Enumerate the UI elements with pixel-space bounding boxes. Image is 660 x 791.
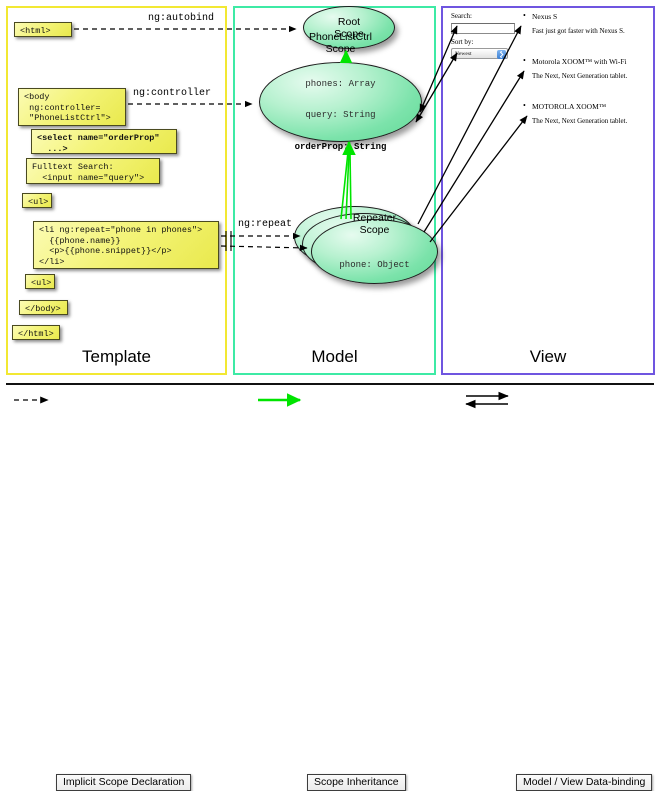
ng-controller-label: ng:controller	[133, 88, 212, 99]
code-box-select: <select name="orderProp" ...>	[31, 129, 177, 154]
code-box-html-open: <html>	[14, 22, 72, 37]
column-label-template: Template	[82, 347, 151, 366]
legend-label-scope-inheritance: Scope Inheritance	[307, 774, 406, 791]
chevron-updown-icon[interactable]	[497, 50, 506, 59]
phone-snippet: Fast just got faster with Nexus S.	[532, 27, 625, 35]
diagram-canvas: Template Model View <html> <body ng:cont…	[0, 0, 660, 421]
scope-prop-phones: phones: Array	[305, 78, 376, 89]
sort-by-select[interactable]: Newest	[451, 48, 508, 59]
code-box-fulltext-search: Fulltext Search: <input name="query">	[26, 158, 160, 184]
search-label: Search:	[451, 12, 472, 20]
legend: Implicit Scope Declaration Scope Inherit…	[0, 383, 660, 791]
legend-divider	[6, 383, 654, 385]
phone-snippet: The Next, Next Generation tablet.	[532, 117, 628, 125]
column-template: Template	[6, 6, 227, 375]
code-box-ul-close: <ul>	[25, 274, 55, 289]
view-pane: Search: Sort by: Newest Nexus S Fast jus…	[449, 11, 649, 132]
ng-autobind-label: ng:autobind	[148, 13, 215, 24]
scope-prop-phone: phone: Object	[339, 259, 410, 270]
phone-list-item: Motorola XOOM™ with Wi-Fi The Next, Next…	[523, 56, 660, 80]
code-box-body-open: <body ng:controller= "PhoneListCtrl">	[18, 88, 126, 126]
scope-prop-orderprop: orderProp: String	[294, 141, 387, 152]
phonelistctrl-scope-ellipse: PhoneListCtrl Scope phones: Array query:…	[259, 31, 422, 152]
code-box-ul-open: <ul>	[22, 193, 52, 208]
column-label-view: View	[529, 347, 567, 366]
search-input[interactable]	[451, 23, 515, 34]
sort-by-selected-value: Newest	[455, 51, 472, 57]
phone-name[interactable]: MOTOROLA XOOM™	[523, 101, 660, 111]
repeater-scope-title: Repeater Scope	[352, 211, 397, 236]
legend-label-implicit-scope-declaration: Implicit Scope Declaration	[56, 774, 192, 791]
phone-list-item: MOTOROLA XOOM™ The Next, Next Generation…	[523, 101, 660, 125]
code-box-li-repeat: <li ng:repeat="phone in phones"> {{phone…	[33, 221, 219, 269]
code-box-body-close: </body>	[19, 300, 68, 315]
repeater-scope-properties: phone: Object	[339, 239, 409, 292]
legend-label-model-view-data-binding: Model / View Data-binding	[516, 774, 653, 791]
phone-snippet: The Next, Next Generation tablet.	[532, 72, 628, 80]
ng-repeat-label: ng:repeat	[238, 219, 293, 230]
code-box-html-close: </html>	[12, 325, 60, 340]
sort-by-label: Sort by:	[451, 38, 474, 46]
root-scope-ellipse: Root Scope	[303, 6, 395, 49]
root-scope-title: Root Scope	[334, 15, 364, 40]
phone-list-item: Nexus S Fast just got faster with Nexus …	[523, 11, 660, 35]
phonelistctrl-scope-title: PhoneListCtrl Scope	[308, 30, 373, 55]
column-label-model: Model	[311, 347, 358, 366]
phonelistctrl-scope-properties: phones: Array query: String orderProp: S…	[295, 58, 387, 174]
phone-name[interactable]: Motorola XOOM™ with Wi-Fi	[523, 56, 660, 66]
scope-prop-query: query: String	[305, 110, 376, 121]
repeater-scope-ellipse: Repeater Scope phone: Object	[311, 212, 438, 284]
phone-name[interactable]: Nexus S	[523, 11, 660, 21]
